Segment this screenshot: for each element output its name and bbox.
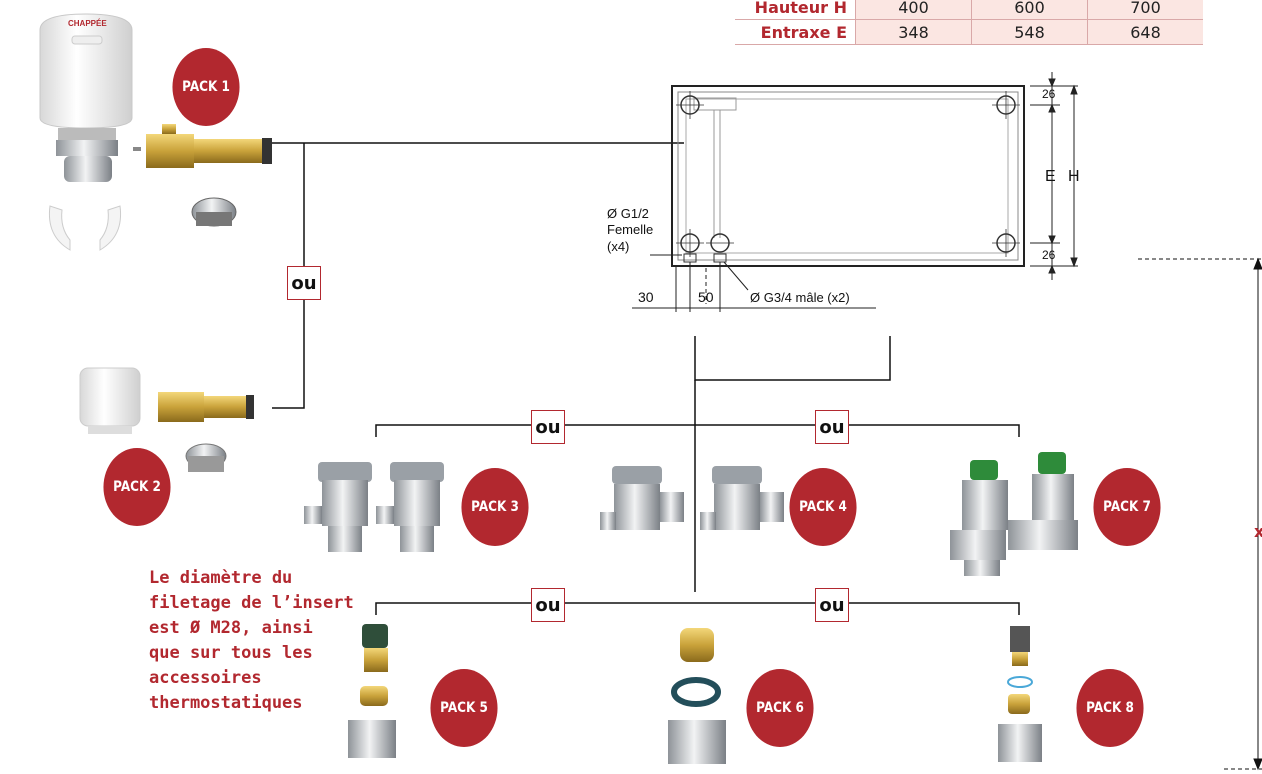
pack-1-badge: PACK 1: [172, 48, 239, 126]
ou-label: ou: [815, 588, 849, 622]
straight-fittings-image: [304, 462, 444, 552]
dim-50: 50: [698, 289, 714, 305]
pack-8-badge: PACK 8: [1076, 669, 1143, 747]
pack-6-badge: PACK 6: [746, 669, 813, 747]
dim-26-bottom: 26: [1042, 248, 1056, 262]
copper-fitting-image: [668, 628, 726, 764]
blanking-cap-2-image: [186, 444, 226, 472]
tree-lines: [376, 336, 1019, 615]
pack-7-badge: PACK 7: [1093, 468, 1160, 546]
ou-label: ou: [531, 588, 565, 622]
left-connector-lines: [272, 143, 684, 408]
pack-5-badge: PACK 5: [430, 669, 497, 747]
blanking-cap-image: [192, 198, 236, 226]
valve-insert-2-image: [158, 392, 254, 422]
radiator-drawing: [672, 86, 1024, 266]
label-e: E: [1045, 168, 1056, 185]
pack-4-badge: PACK 4: [789, 468, 856, 546]
dim-30: 30: [638, 289, 654, 305]
angled-fittings-image: [600, 466, 784, 530]
bypass-fittings-image: [950, 452, 1078, 576]
valve-insert-image: [146, 124, 272, 168]
pack-2-badge: PACK 2: [103, 448, 170, 526]
label-h: H: [1068, 168, 1080, 185]
thread-note: Le diamètre du filetage de l’insert est …: [149, 566, 369, 716]
inlet-label-1: Ø G1/2: [607, 206, 649, 221]
multilayer-fitting-image: [998, 626, 1042, 762]
thermostatic-head-image: CHAPPÉE: [40, 14, 141, 250]
outlet-label: Ø G3/4 mâle (x2): [750, 290, 850, 305]
pack-3-badge: PACK 3: [461, 468, 528, 546]
ou-label: ou: [531, 410, 565, 444]
brand-logo: CHAPPÉE: [68, 19, 107, 28]
ou-label: ou: [287, 266, 321, 300]
ou-label: ou: [815, 410, 849, 444]
inlet-label-3: (x4): [607, 239, 629, 254]
right-axis-label: x: [1254, 522, 1262, 541]
manual-head-image: [80, 368, 140, 434]
inlet-label-2: Femelle: [607, 222, 653, 237]
dim-26-top: 26: [1042, 87, 1056, 101]
